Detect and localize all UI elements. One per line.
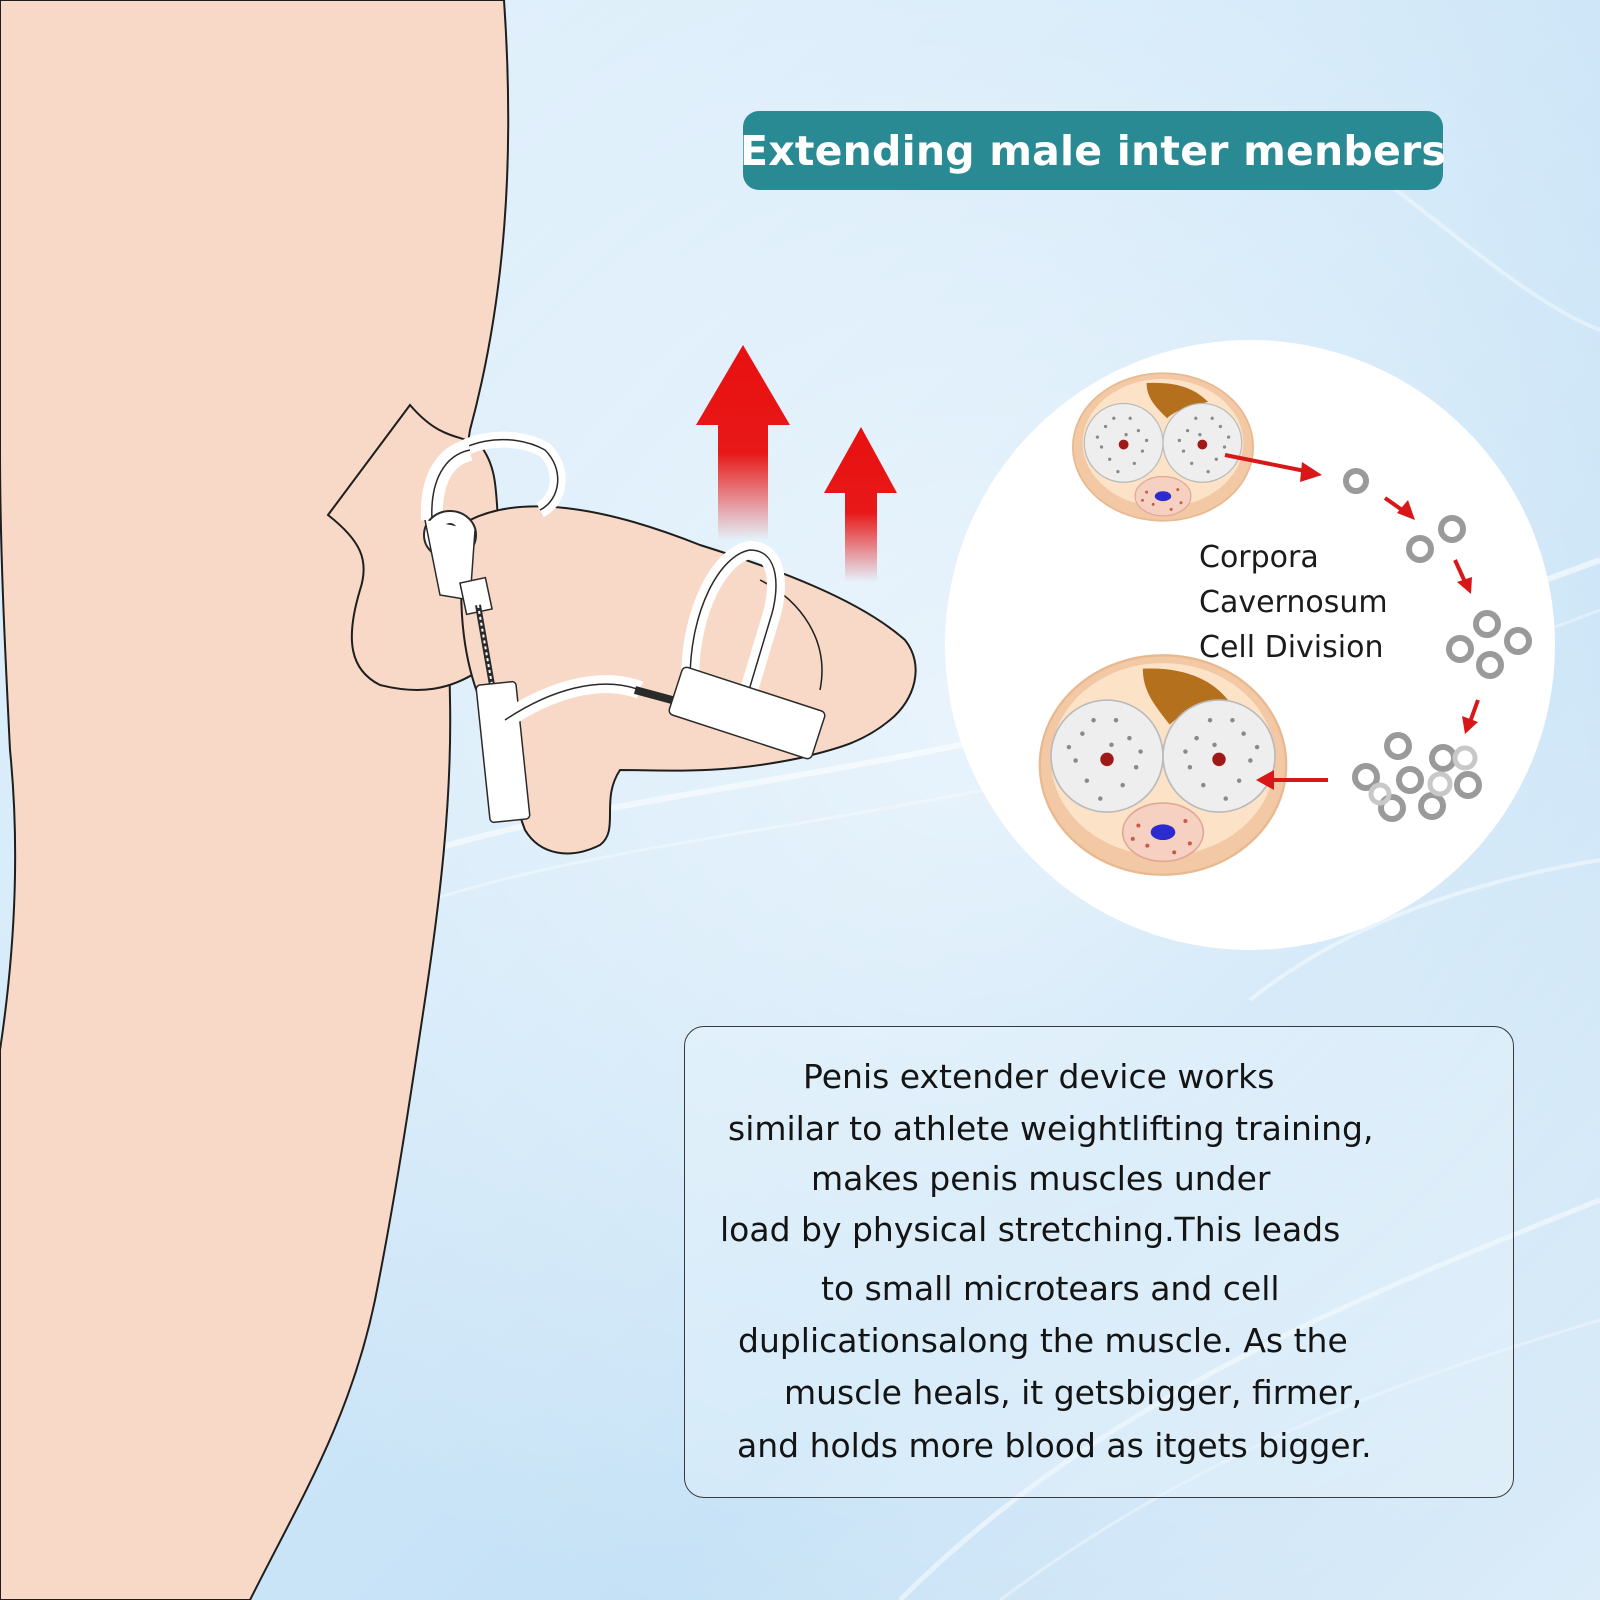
body-silhouette <box>0 0 510 1600</box>
description-box <box>684 1026 1514 1498</box>
extender-device <box>420 431 826 824</box>
tension-arrows <box>696 345 897 582</box>
cell-label-line: Cavernosum <box>1199 585 1388 620</box>
description-line: load by physical stretching.This leads <box>720 1210 1341 1249</box>
description-line: to small microtears and cell <box>821 1269 1280 1308</box>
cross-section-small <box>1071 372 1255 522</box>
title-banner: Extending male inter menbers <box>739 111 1447 190</box>
arrow-up-icon <box>696 345 790 540</box>
cell-division-label: Corpora Cavernosum Cell Division <box>1199 535 1388 670</box>
division-arrows <box>1224 453 1480 790</box>
description-line: duplicationsalong the muscle. As the <box>738 1321 1348 1360</box>
description-line: Penis extender device works <box>803 1057 1275 1096</box>
cell-label-line: Cell Division <box>1199 630 1384 665</box>
cell-label-line: Corpora <box>1199 540 1319 575</box>
description-line: muscle heals, it getsbigger, firmer, <box>784 1373 1363 1412</box>
description-line: similar to athlete weightlifting trainin… <box>728 1109 1374 1148</box>
dividing-cells <box>1343 468 1532 822</box>
cross-section-large <box>1038 654 1288 876</box>
arrow-up-icon <box>824 427 897 582</box>
page-title: Extending male inter menbers <box>739 126 1447 175</box>
description-line: makes penis muscles under <box>811 1159 1271 1198</box>
description-line: and holds more blood as itgets bigger. <box>737 1426 1372 1465</box>
